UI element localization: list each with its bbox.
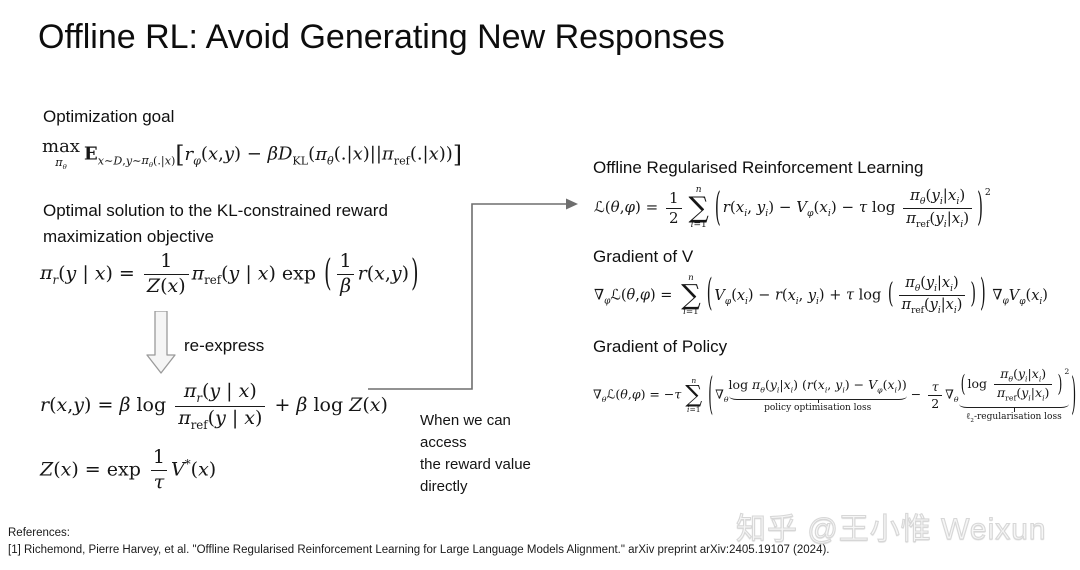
reexpress-label: re-express <box>184 336 265 355</box>
slide-title: Offline RL: Avoid Generating New Respons… <box>38 18 725 56</box>
optimization-goal-label: Optimization goal <box>43 107 175 126</box>
condition-note: When we can access the reward value dire… <box>420 410 531 498</box>
optimal-solution-label-line2: maximization objective <box>43 226 215 246</box>
reexpress-down-arrow-icon <box>146 311 176 374</box>
gradient-of-policy-heading: Gradient of Policy <box>593 337 728 356</box>
reward-reexpressed-formula: r(x,y) = β log πr(y | x)πref(y | x) + β … <box>40 380 388 432</box>
condition-note-line4: directly <box>420 478 468 495</box>
flow-connector-arrow-icon <box>368 198 578 390</box>
condition-note-line3: the reward value <box>420 456 531 473</box>
gradient-of-v-heading: Gradient of V <box>593 247 694 266</box>
optimal-solution-label: Optimal solution to the KL-constrained r… <box>43 198 388 249</box>
condition-note-line2: access <box>420 434 467 451</box>
reference-item-1: [1] Richemond, Pierre Harvey, et al. "Of… <box>8 544 830 556</box>
zhihu-watermark: 知乎 @王小惟 Weixun <box>735 512 1047 546</box>
optimal-solution-label-line1: Optimal solution to the KL-constrained r… <box>43 201 388 220</box>
orl-heading: Offline Regularised Reinforcement Learni… <box>593 158 924 177</box>
gradient-of-v-formula: ∇φℒ(θ,φ) = n∑i=1(Vφ(xi) − r(xi, yi) + τ … <box>594 273 1048 318</box>
references-label: References: <box>8 527 71 539</box>
condition-note-line1: When we can <box>420 412 511 429</box>
